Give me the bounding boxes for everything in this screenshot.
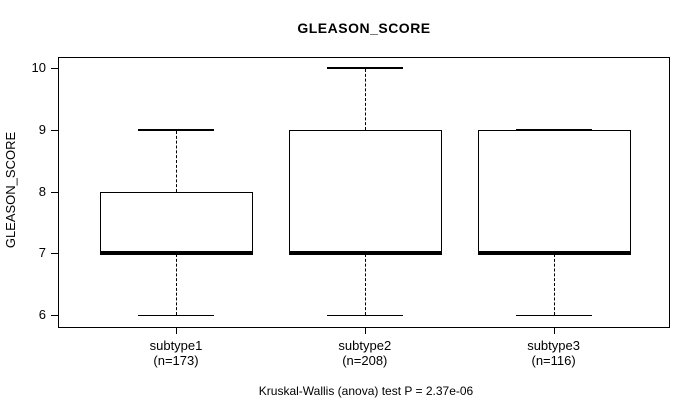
stat-test-footnote: Kruskal-Wallis (anova) test P = 2.37e-06 xyxy=(258,384,474,398)
x-tick-mark-subtype2 xyxy=(364,328,366,334)
upper-cap-subtype1 xyxy=(138,128,214,131)
y-tick-mark xyxy=(51,253,58,255)
group-n: (n=208) xyxy=(342,353,388,368)
box-subtype2 xyxy=(288,129,442,255)
x-group-label-subtype2: subtype2(n=208) xyxy=(271,338,459,368)
group-name: subtype1 xyxy=(149,338,203,353)
lower-whisker-subtype1 xyxy=(176,254,177,315)
x-tick-mark-subtype3 xyxy=(553,328,555,334)
lower-cap-subtype2 xyxy=(326,315,403,316)
lower-cap-subtype1 xyxy=(138,315,214,316)
y-tick-label: 7 xyxy=(38,245,46,261)
group-n: (n=173) xyxy=(153,353,199,368)
upper-whisker-subtype2 xyxy=(364,69,366,130)
x-tick-mark-subtype1 xyxy=(176,328,177,334)
group-name: subtype3 xyxy=(527,338,580,353)
y-tick-label: 10 xyxy=(31,60,46,75)
y-tick-label: 9 xyxy=(38,121,46,137)
y-axis-label: GLEASON_SCORE xyxy=(3,131,18,249)
median-subtype1 xyxy=(100,251,253,256)
x-group-label-subtype1: subtype1(n=173) xyxy=(82,338,270,368)
plot-area-border xyxy=(58,57,670,328)
lower-cap-subtype3 xyxy=(515,315,592,316)
box-subtype3 xyxy=(477,129,631,255)
lower-whisker-subtype3 xyxy=(553,254,555,315)
y-tick-label: 8 xyxy=(38,183,46,199)
y-tick-label: 6 xyxy=(38,307,46,322)
median-subtype3 xyxy=(477,251,631,256)
upper-whisker-subtype1 xyxy=(176,130,177,192)
median-subtype2 xyxy=(288,251,442,256)
y-tick-mark xyxy=(51,129,58,131)
upper-cap-subtype2 xyxy=(326,67,403,69)
upper-cap-subtype3 xyxy=(515,128,592,131)
group-n: (n=116) xyxy=(531,353,576,368)
lower-whisker-subtype2 xyxy=(364,254,366,315)
y-tick-mark xyxy=(51,315,58,316)
x-group-label-subtype3: subtype3(n=116) xyxy=(460,338,648,368)
chart-title: GLEASON_SCORE xyxy=(297,20,431,36)
box-subtype1 xyxy=(100,191,253,255)
group-name: subtype2 xyxy=(338,338,392,353)
y-tick-mark xyxy=(51,191,58,193)
y-tick-mark xyxy=(51,68,58,69)
